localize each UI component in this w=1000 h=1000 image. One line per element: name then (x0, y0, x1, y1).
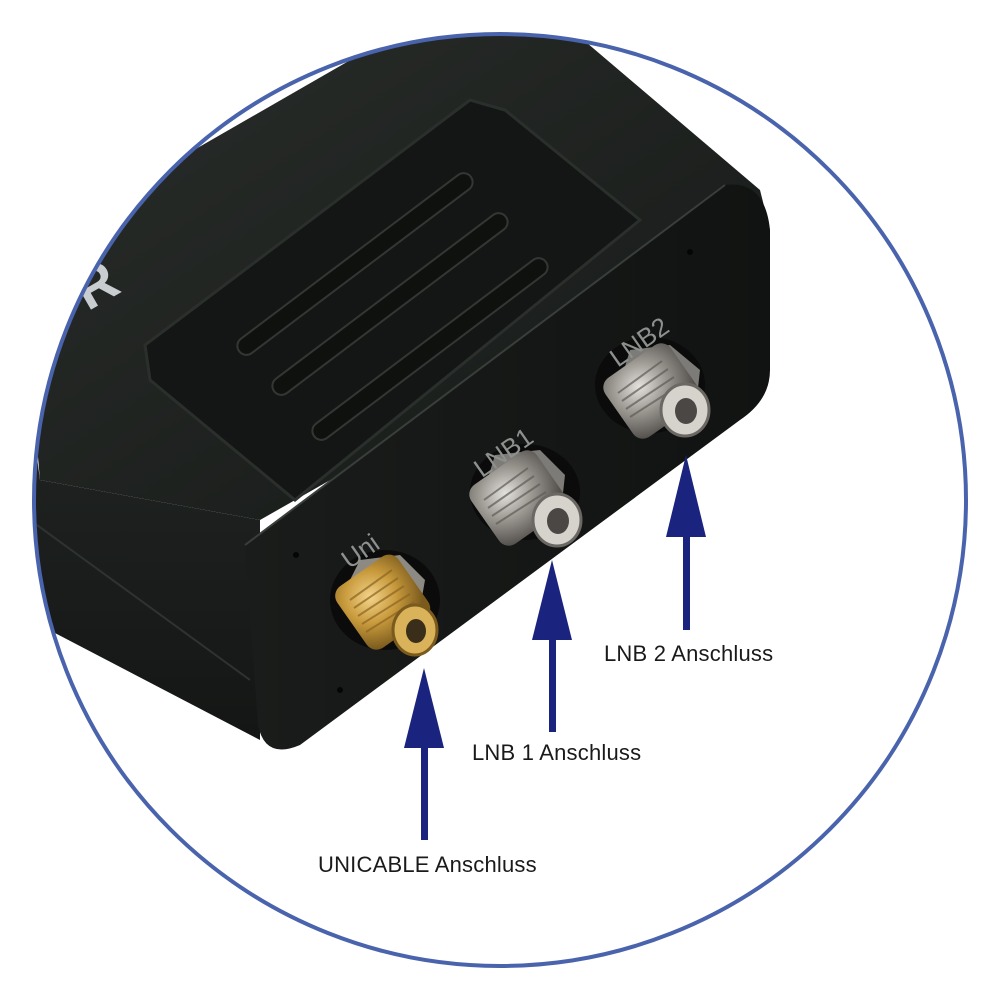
arrow-lnb1 (532, 560, 572, 732)
unicable-port (335, 554, 439, 657)
arrow-unicable (404, 668, 444, 840)
callout-unicable-label: UNICABLE Anschluss (318, 852, 537, 877)
device-photo: R (34, 34, 770, 750)
callout-lnb2-label: LNB 2 Anschluss (604, 641, 774, 666)
callout-lnb1-label: LNB 1 Anschluss (472, 740, 642, 765)
lnb2-port (603, 343, 711, 439)
lnb1-port (469, 450, 583, 548)
circle-frame (32, 32, 968, 968)
arrow-lnb2 (666, 455, 706, 630)
